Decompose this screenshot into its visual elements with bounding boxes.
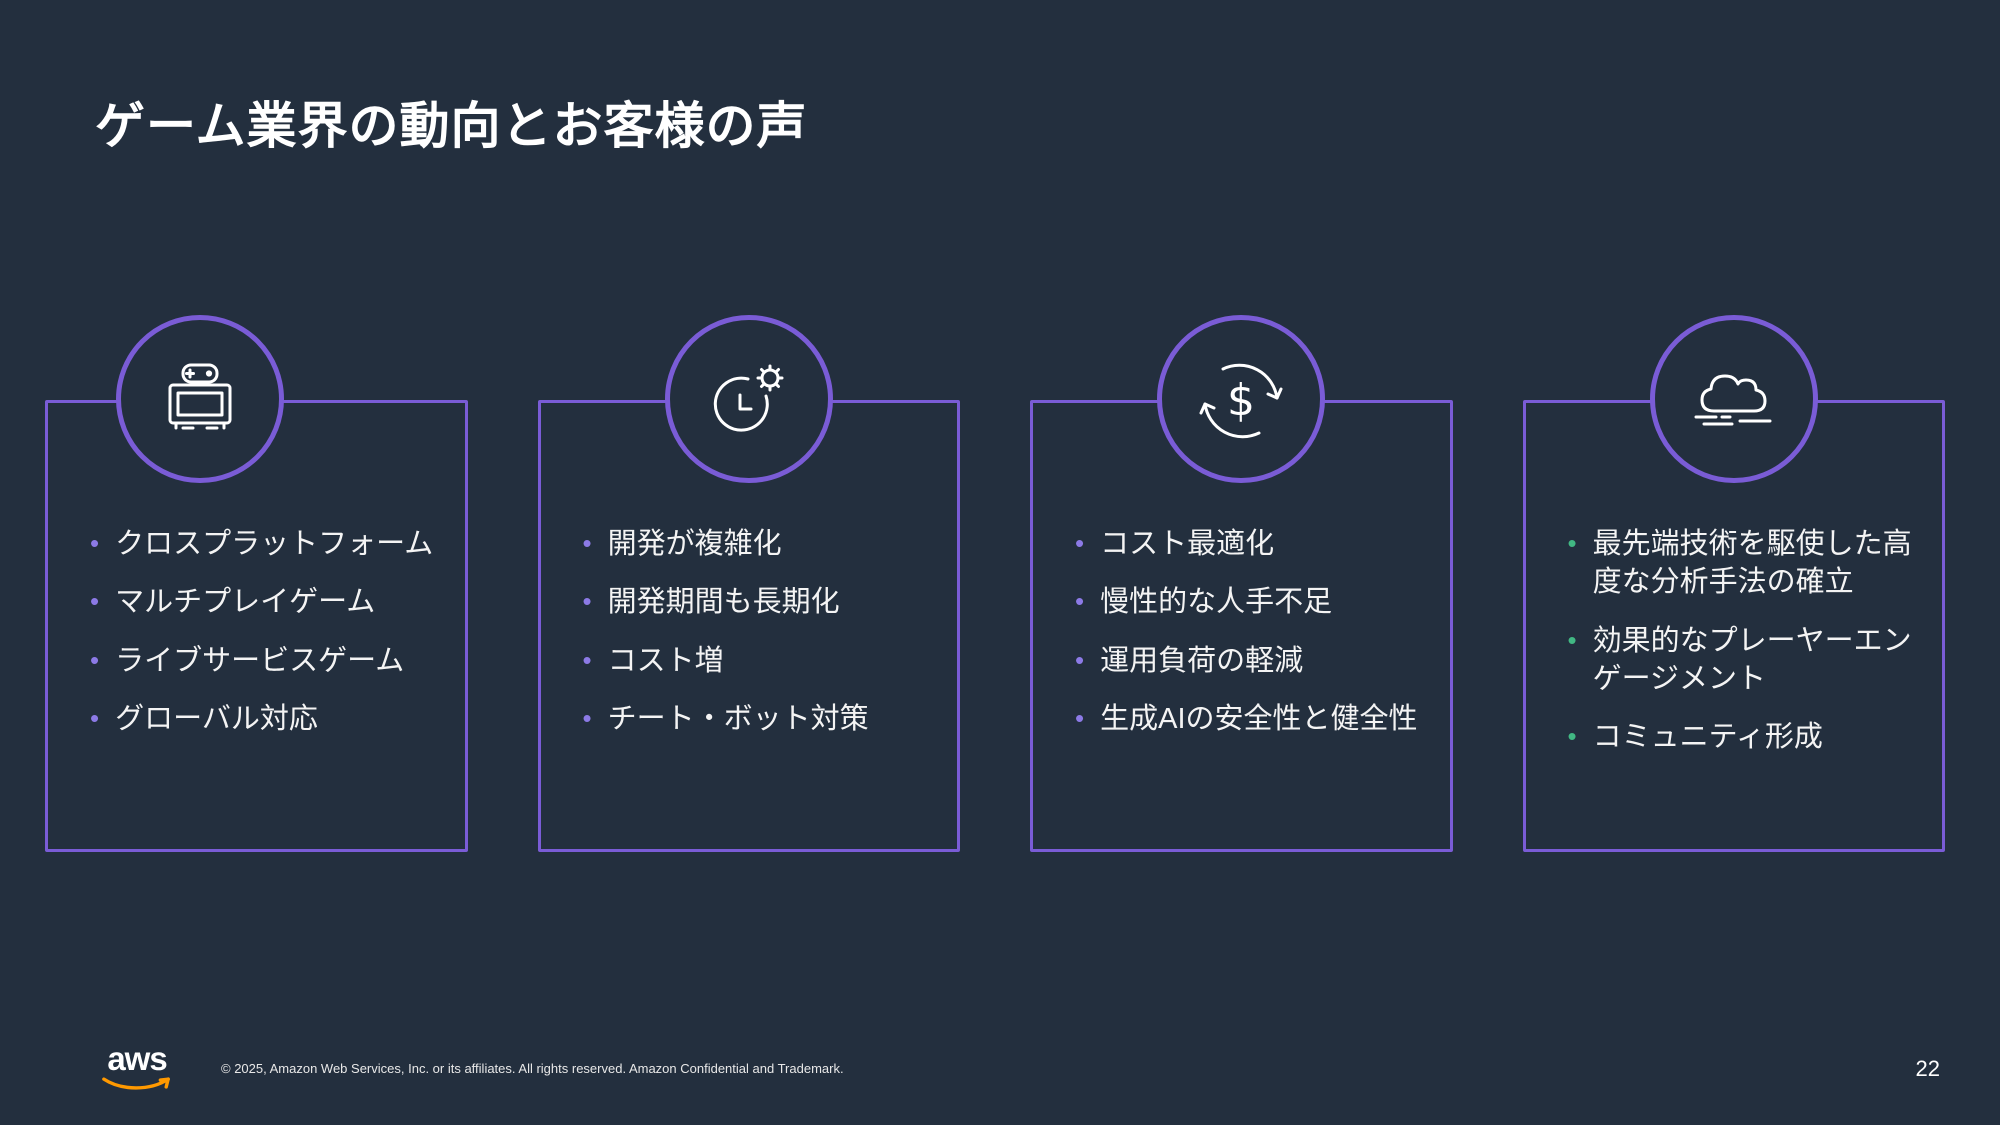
cloud-icon bbox=[1694, 374, 1772, 426]
bullet-item: グローバル対応 bbox=[90, 700, 439, 738]
bullet-item: コミュニティ形成 bbox=[1568, 718, 1917, 756]
trend-card-development: 開発が複雑化 開発期間も長期化 コスト増 チート・ボット対策 bbox=[537, 315, 960, 852]
aws-logo: aws bbox=[95, 1040, 179, 1093]
footer: aws © 2025, Amazon Web Services, Inc. or… bbox=[95, 1040, 1940, 1093]
aws-logo-text: aws bbox=[107, 1040, 167, 1078]
handheld-game-console-icon bbox=[168, 363, 232, 430]
bullet-item: 開発が複雑化 bbox=[583, 525, 932, 563]
bullet-item: 慢性的な人手不足 bbox=[1075, 583, 1424, 621]
bullet-item: コスト最適化 bbox=[1075, 525, 1424, 563]
bullet-list: コスト最適化 慢性的な人手不足 運用負荷の軽減 生成AIの安全性と健全性 bbox=[1033, 403, 1450, 738]
bullet-item: 生成AIの安全性と健全性 bbox=[1075, 700, 1424, 738]
page-number: 22 bbox=[1915, 1055, 1940, 1081]
bullet-item: クロスプラットフォーム bbox=[90, 525, 439, 563]
icon-circle bbox=[116, 315, 285, 483]
bullet-item: コスト増 bbox=[583, 642, 932, 680]
bullet-item: チート・ボット対策 bbox=[583, 700, 932, 738]
cards-row: クロスプラットフォーム マルチプレイゲーム ライブサービスゲーム グローバル対応… bbox=[45, 315, 1945, 852]
bullet-list: 開発が複雑化 開発期間も長期化 コスト増 チート・ボット対策 bbox=[541, 403, 958, 738]
slide-title: ゲーム業界の動向とお客様の声 bbox=[95, 97, 808, 154]
dollar-refresh-icon: $ bbox=[1199, 363, 1283, 439]
bullet-list: クロスプラットフォーム マルチプレイゲーム ライブサービスゲーム グローバル対応 bbox=[48, 403, 465, 738]
icon-circle bbox=[1649, 315, 1818, 483]
trend-card-platforms: クロスプラットフォーム マルチプレイゲーム ライブサービスゲーム グローバル対応 bbox=[45, 315, 468, 852]
bullet-list: 最先端技術を駆使した高度な分析手法の確立 効果的なプレーヤーエンゲージメント コ… bbox=[1526, 403, 1943, 756]
aws-smile-icon bbox=[102, 1077, 170, 1090]
bullet-item: 最先端技術を駆使した高度な分析手法の確立 bbox=[1568, 525, 1917, 602]
bullet-item: 開発期間も長期化 bbox=[583, 583, 932, 621]
trend-card-cost: $ コスト最適化 慢性的な人手不足 運用負荷の軽減 生成AIの安全性と健全性 bbox=[1030, 315, 1453, 852]
bullet-item: ライブサービスゲーム bbox=[90, 642, 439, 680]
svg-text:$: $ bbox=[1227, 375, 1255, 426]
bullet-item: 効果的なプレーヤーエンゲージメント bbox=[1568, 622, 1917, 699]
copyright-text: © 2025, Amazon Web Services, Inc. or its… bbox=[221, 1061, 844, 1077]
icon-circle: $ bbox=[1157, 315, 1326, 483]
icon-circle bbox=[664, 315, 833, 483]
bullet-item: マルチプレイゲーム bbox=[90, 583, 439, 621]
trend-card-analytics: 最先端技術を駆使した高度な分析手法の確立 効果的なプレーヤーエンゲージメント コ… bbox=[1522, 315, 1945, 852]
bullet-item: 運用負荷の軽減 bbox=[1075, 642, 1424, 680]
clock-gear-icon bbox=[713, 364, 784, 432]
